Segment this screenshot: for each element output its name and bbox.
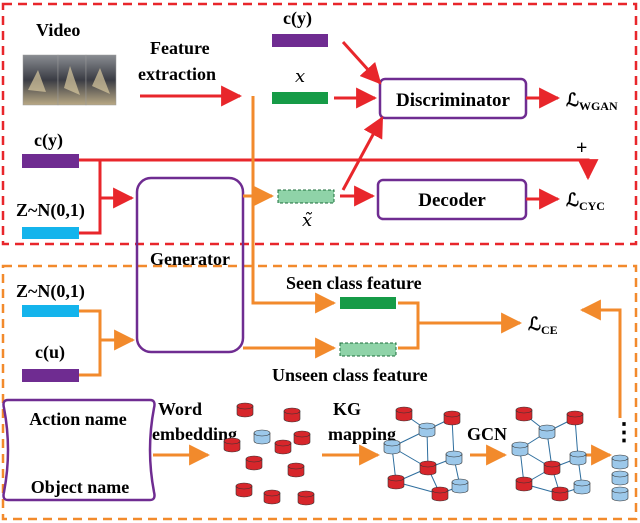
blue-node-icon [569, 450, 587, 466]
blue-node-icon [611, 470, 629, 486]
red-node-icon [235, 482, 253, 498]
object-name-label: Object name [31, 477, 129, 497]
red-node-icon [223, 437, 241, 453]
action-name-label: Action name [29, 409, 127, 429]
video-label: Video [36, 20, 80, 40]
z-top-label: Z~N(0,1) [16, 200, 85, 221]
continuation-dots: ⋮ [612, 420, 636, 446]
feature-extraction-label-line1: Feature [150, 38, 210, 58]
red-node-icon [283, 407, 301, 423]
names-scroll-shape [2, 398, 156, 502]
cu-label: c(u) [35, 342, 65, 363]
cy-mid-bar [22, 154, 79, 168]
red-node-icon [245, 455, 263, 471]
word-embedding-label-line2: embedding [152, 424, 237, 444]
red-node-icon [263, 489, 281, 505]
cu-bar [22, 369, 79, 382]
generator-box [135, 176, 245, 354]
red-node-icon [431, 486, 449, 502]
kg-mapping-label-line2: mapping [328, 424, 396, 444]
z-top-bar [22, 227, 79, 239]
unseen-feature-label: Unseen class feature [272, 365, 428, 385]
seen-feature-label: Seen class feature [286, 273, 422, 293]
red-node-icon [274, 439, 292, 455]
blue-node-icon [451, 478, 469, 494]
x-tilde-bar [277, 189, 335, 204]
word-embedding-label-line1: Word [158, 399, 202, 419]
kg-mapping-label-line1: KG [333, 399, 361, 419]
loss-cyc-label: ℒCYC [566, 190, 605, 213]
cy-top-bar [272, 34, 328, 47]
red-node-icon [395, 406, 413, 422]
blue-node-icon [253, 429, 271, 445]
red-node-icon [297, 490, 315, 506]
plus-sign: + [576, 137, 587, 159]
blue-node-icon [538, 424, 556, 440]
red-node-icon [551, 486, 569, 502]
bottom-orange-connectors [79, 299, 622, 466]
gcn-label: GCN [467, 424, 507, 444]
red-node-icon [236, 402, 254, 418]
bottom-section-frame [1, 264, 638, 521]
generator-label: Generator [150, 249, 230, 269]
loss-wgan-label: ℒWGAN [566, 90, 618, 113]
feature-extraction-label-line2: extraction [138, 64, 216, 84]
red-node-icon [515, 406, 533, 422]
z-bottom-bar [22, 305, 79, 317]
generator-output-connectors [243, 96, 337, 359]
x-tilde-label: x̃ [302, 210, 313, 231]
blue-node-icon [511, 441, 529, 457]
top-red-connectors [79, 40, 599, 235]
red-node-icon [543, 460, 561, 476]
x-real-label: x [295, 66, 305, 87]
red-node-icon [443, 410, 461, 426]
z-bottom-label: Z~N(0,1) [16, 281, 85, 302]
loss-ce-label: ℒCE [528, 314, 558, 337]
x-real-bar [272, 92, 328, 104]
red-node-icon [293, 430, 311, 446]
red-node-icon [515, 476, 533, 492]
blue-node-icon [611, 486, 629, 502]
seen-feature-bar [340, 297, 396, 309]
red-node-icon [566, 410, 584, 426]
blue-node-icon [418, 422, 436, 438]
cy-mid-label: c(y) [34, 130, 63, 151]
blue-node-icon [611, 454, 629, 470]
discriminator-label: Discriminator [396, 90, 511, 111]
unseen-feature-bar [339, 342, 397, 357]
red-node-icon [419, 460, 437, 476]
blue-node-icon [445, 450, 463, 466]
decoder-label: Decoder [418, 190, 486, 211]
blue-node-icon [383, 439, 401, 455]
red-node-icon [387, 474, 405, 490]
cy-top-label: c(y) [283, 8, 312, 29]
blue-node-icon [573, 479, 591, 495]
top-section-frame [1, 2, 638, 246]
red-node-icon [287, 462, 305, 478]
video-thumbnails-icon [22, 54, 117, 106]
